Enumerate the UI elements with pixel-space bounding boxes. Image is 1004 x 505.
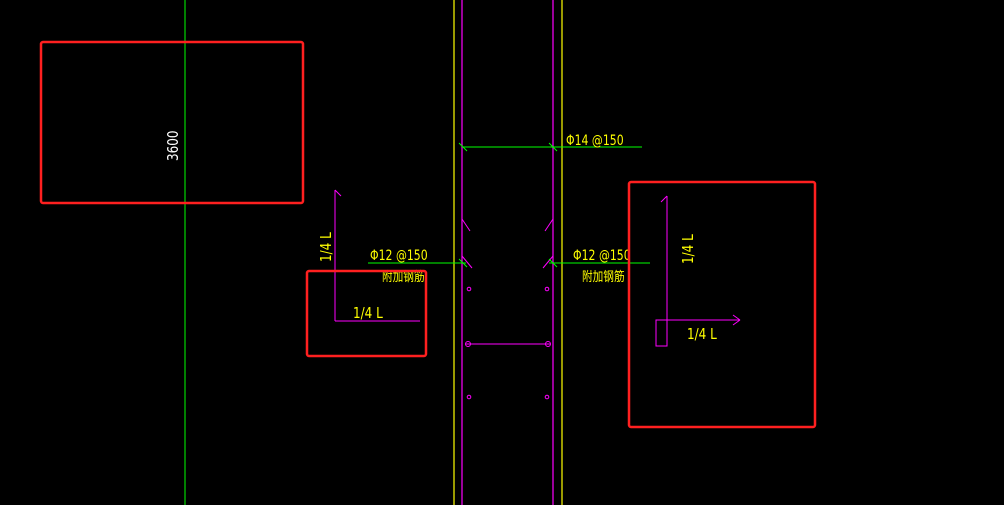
rebar-hook	[542, 255, 554, 269]
rebar-left-tick	[458, 258, 468, 268]
rebar-dot	[465, 341, 471, 347]
quarter-right-arrow-right	[732, 314, 741, 321]
quarter-right-arrow-right-b	[732, 319, 741, 326]
rebar-hook	[461, 218, 471, 232]
rebar-left-label: Φ12 @150	[370, 247, 428, 264]
rebar-dot	[466, 286, 472, 292]
dimension-3600-label: 3600	[165, 130, 183, 161]
quarter-right-horizontal-label: 1/4 L	[687, 326, 717, 344]
rebar-right-tick	[548, 258, 558, 268]
rebar-dot	[545, 341, 551, 347]
quarter-left-horizontal-label: 1/4 L	[353, 305, 383, 323]
rebar-top-label: Φ14 @150	[566, 132, 624, 149]
rebar-hook	[544, 218, 554, 232]
rebar-dot	[544, 286, 550, 292]
rebar-left-note: 附加钢筋	[382, 269, 425, 284]
highlight-box-right-quarter	[627, 180, 817, 429]
highlight-box-dimension	[39, 40, 305, 205]
rebar-dot	[466, 394, 472, 400]
rebar-top-tick-left	[458, 142, 468, 152]
quarter-left-arrow	[334, 189, 342, 197]
rebar-right-note: 附加钢筋	[582, 269, 625, 284]
quarter-right-arrow-top	[660, 195, 668, 203]
quarter-right-vertical-label: 1/4 L	[680, 234, 698, 264]
rebar-hook	[461, 255, 473, 269]
rebar-top-tick-right	[548, 142, 558, 152]
rebar-right-label: Φ12 @150	[573, 247, 631, 264]
rebar-dot	[544, 394, 550, 400]
quarter-left-vertical-label: 1/4 L	[318, 232, 336, 262]
highlight-box-left-quarter	[305, 269, 428, 358]
